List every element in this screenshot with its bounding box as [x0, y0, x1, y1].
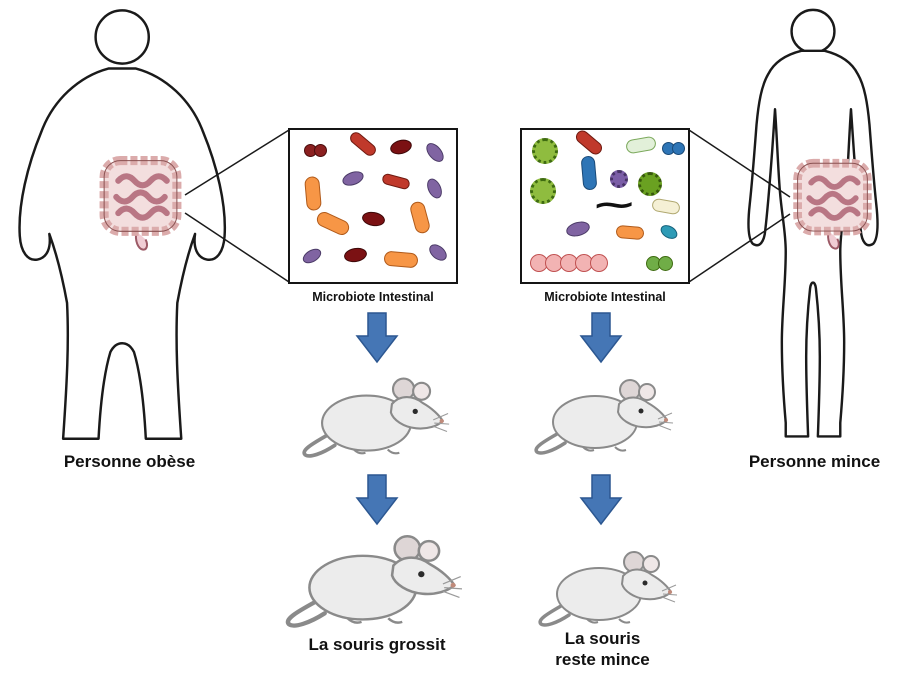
bacterium-oval	[388, 137, 414, 157]
microbiota-caption-left: Microbiote Intestinal	[312, 290, 434, 304]
thin-mouse-illustration	[538, 550, 678, 627]
bacterium-squiggle: ~	[590, 187, 638, 223]
right-outcome-label: La souris reste mince	[525, 628, 680, 671]
bacterium-oval	[360, 210, 387, 228]
bacterium-oval	[300, 245, 324, 267]
thin-person-label: Personne mince	[748, 452, 881, 471]
intestine-illustration-left	[99, 156, 182, 251]
bacterium-oval	[342, 246, 369, 264]
bacterium-rod	[314, 209, 352, 238]
down-arrow-icon	[579, 474, 623, 526]
fat-mouse-illustration	[284, 524, 462, 628]
right-outcome-line-2: reste mince	[555, 650, 650, 670]
bacteria-canvas-right: ~	[522, 130, 688, 282]
bacterium-oval	[424, 176, 445, 201]
bacterium-spiky	[638, 172, 662, 196]
bacterium-rod	[651, 197, 681, 216]
mouse-illustration-left-top	[302, 376, 450, 458]
down-arrow-icon	[355, 474, 399, 526]
bacterium-rod	[625, 135, 657, 155]
left-outcome-label: La souris grossit	[308, 635, 446, 654]
microbiota-box-left	[288, 128, 458, 284]
bacterium-chain	[530, 254, 620, 272]
bacterium-coccus-pair	[662, 142, 688, 155]
bacterium-oval	[564, 219, 592, 239]
bacterium-spiky	[532, 138, 558, 164]
bacterium-oval	[426, 241, 450, 264]
bacterium-rod	[383, 250, 419, 269]
mouse-illustration-right-top	[534, 378, 674, 455]
bacterium-rod	[615, 224, 645, 241]
bacterium-coccus-pair	[304, 144, 330, 157]
bacterium-spiky	[610, 170, 628, 188]
bacterium-oval	[658, 222, 680, 242]
bacterium-rod	[573, 130, 605, 158]
bacterium-rod	[408, 200, 432, 235]
intestine-illustration-right	[793, 158, 872, 250]
bacterium-oval	[340, 168, 366, 189]
bacteria-canvas-left	[290, 130, 456, 282]
down-arrow-icon	[579, 312, 623, 364]
bacterium-rod	[347, 130, 379, 159]
microbiota-box-right: ~	[520, 128, 690, 284]
bacterium-rod	[381, 172, 411, 191]
right-outcome-line-1: La souris	[564, 629, 641, 648]
bacterium-oval	[422, 139, 448, 166]
microbiota-caption-right: Microbiote Intestinal	[544, 290, 666, 304]
bacterium-coccus-pair	[646, 256, 674, 271]
bacterium-rod	[580, 155, 598, 191]
bacterium-rod	[304, 175, 322, 212]
down-arrow-icon	[355, 312, 399, 364]
bacterium-spiky	[530, 178, 556, 204]
obese-person-label: Personne obèse	[63, 452, 196, 471]
